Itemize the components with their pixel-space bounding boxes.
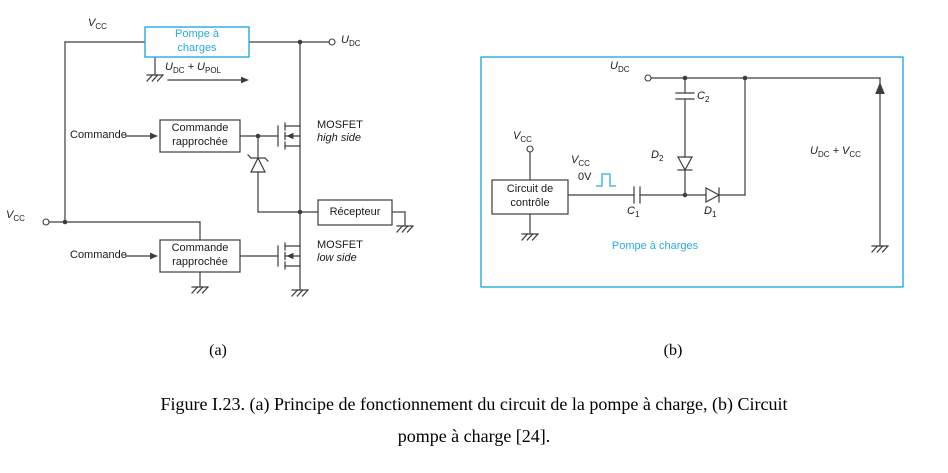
label-udc-b: UDC — [610, 60, 630, 75]
driver-low-box-label: Commande rapprochée — [171, 242, 229, 268]
ground-recepteur-icon — [396, 225, 414, 233]
pump-section-label: Pompe à charges — [611, 240, 699, 252]
diode-d1-icon — [705, 186, 721, 204]
caption-line-2: pompe à charge [24]. — [397, 426, 551, 446]
pump-box-label: Pompe à charges — [174, 28, 220, 54]
ground-pump-icon — [146, 74, 164, 82]
terminal-udc-icon — [328, 38, 336, 46]
output-voltage-arrow-icon — [875, 82, 885, 94]
label-commande-high: Commande — [70, 129, 127, 141]
label-udc-out: UDC — [341, 34, 361, 49]
control-box-label: Circuit de contrôle — [506, 183, 554, 209]
label-mosfet-low-name: MOSFET — [317, 239, 363, 251]
terminal-vcc-left-icon — [42, 218, 50, 226]
wires-b — [529, 77, 881, 247]
diagram-a — [42, 26, 414, 297]
control-box — [491, 179, 569, 215]
label-0v: 0V — [578, 171, 592, 183]
label-vcc-pulse: VCC — [571, 154, 590, 169]
label-vcc-left: VCC — [6, 209, 25, 224]
capacitor-c1-icon — [633, 186, 641, 204]
terminal-vcc-b-icon — [526, 145, 534, 153]
capacitor-c2-icon — [675, 92, 695, 100]
figure-label-a: (a) — [209, 342, 227, 359]
command-arrow-high-icon — [125, 132, 158, 140]
mosfet-high-symbol-icon — [277, 122, 301, 150]
label-d2: D2 — [651, 149, 664, 164]
diode-d2-icon — [676, 156, 694, 172]
label-udc-upol: UDC + UPOL — [165, 61, 222, 76]
driver-high-box-label: Commande rapprochée — [171, 122, 229, 148]
label-mosfet-high-name: MOSFET — [317, 119, 363, 131]
label-vcc-ctrl: VCC — [513, 130, 532, 145]
label-mosfet-low-side: low side — [317, 252, 357, 264]
label-c1: C1 — [627, 205, 640, 220]
ground-output-icon — [871, 245, 889, 253]
terminal-udc-b-icon — [644, 74, 652, 82]
zener-diode-icon — [247, 135, 301, 213]
diagram-b — [480, 56, 904, 288]
ground-mosfet-low-icon — [291, 289, 309, 297]
label-commande-low: Commande — [70, 249, 127, 261]
label-d1: D1 — [704, 205, 717, 220]
junction-dots-a — [62, 39, 303, 225]
mosfet-low-symbol-icon — [277, 242, 301, 270]
recepteur-box — [317, 199, 393, 226]
ground-driver-low-icon — [191, 286, 209, 294]
command-arrow-low-icon — [125, 252, 158, 260]
label-c2: C2 — [697, 90, 710, 105]
recepteur-box-label: Récepteur — [329, 205, 381, 218]
caption-line-1: Figure I.23. (a) Principe de fonctionnem… — [160, 394, 788, 414]
charge-pump-border — [480, 56, 904, 288]
label-vcc-top: VCC — [88, 17, 107, 32]
pump-box — [144, 26, 250, 58]
driver-high-box — [159, 119, 241, 153]
ground-control-icon — [521, 233, 539, 241]
label-udc-vcc: UDC + VCC — [810, 145, 861, 160]
junction-dots-b — [682, 75, 748, 198]
label-mosfet-high-side: high side — [317, 132, 362, 144]
driver-low-box — [159, 239, 241, 273]
pulse-waveform-icon — [596, 173, 616, 187]
pump-output-arrow-icon — [167, 76, 249, 84]
figure-label-b: (b) — [663, 342, 683, 359]
